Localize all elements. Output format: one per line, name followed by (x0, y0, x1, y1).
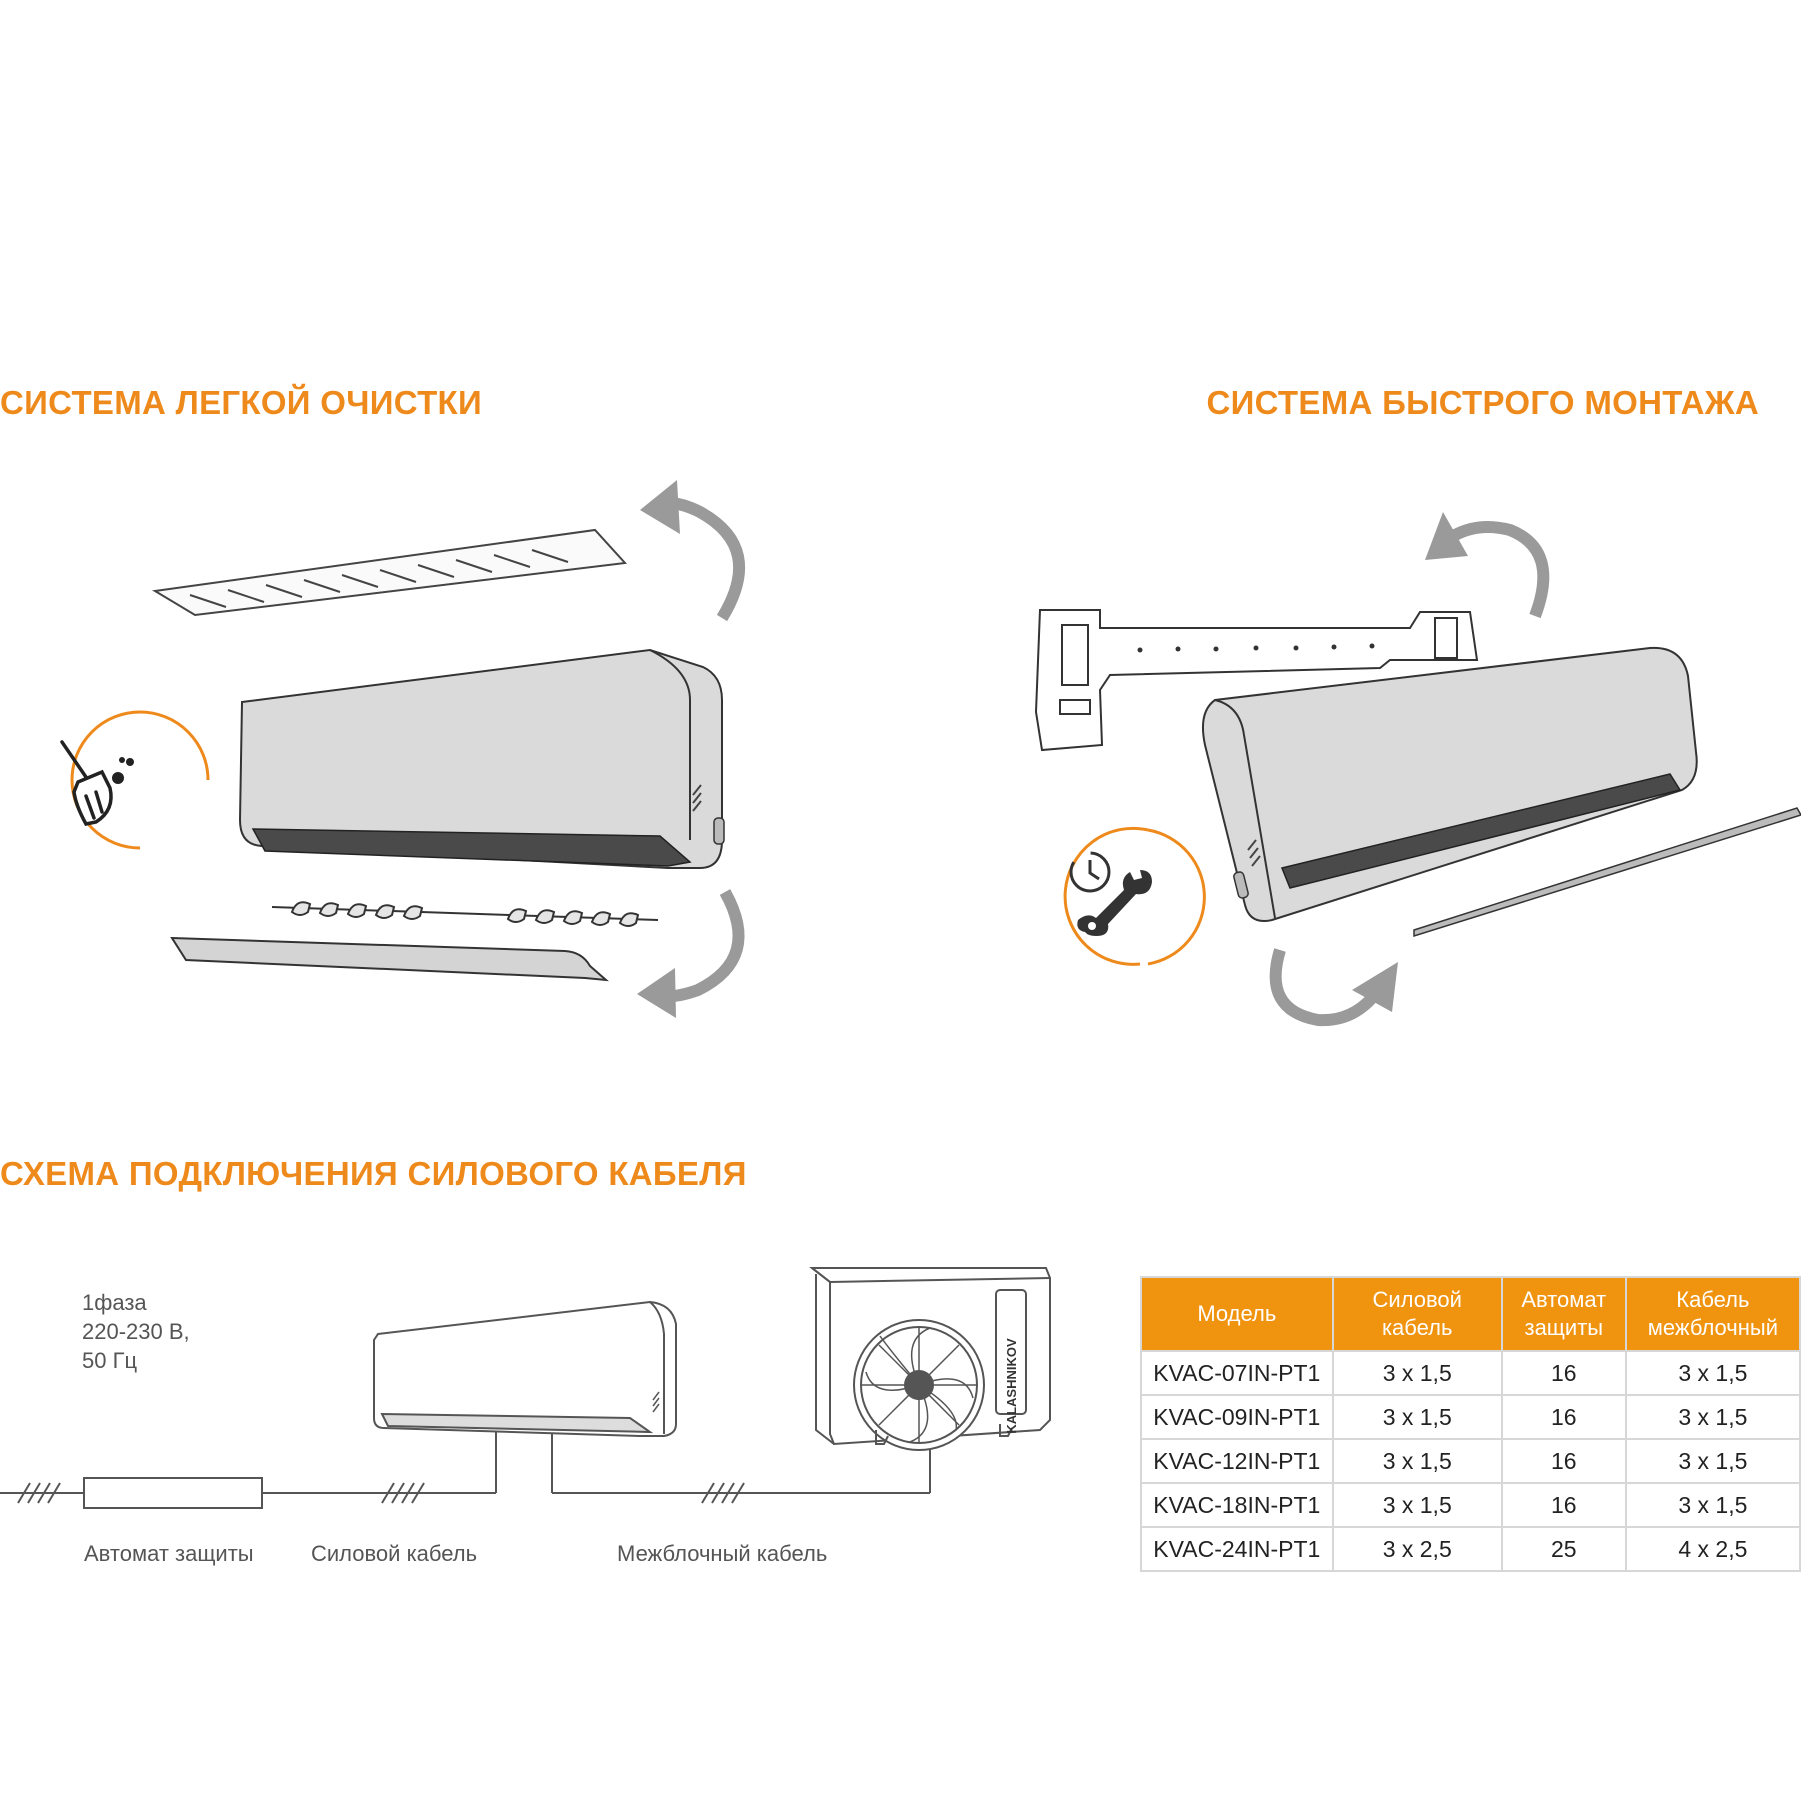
cell-interblock: 3 х 1,5 (1624, 1482, 1801, 1528)
rotate-arrow-icon (1269, 948, 1398, 1027)
heading-quick-mount: СИСТЕМА БЫСТРОГО МОНТАЖА (1206, 384, 1759, 421)
cell-model: KVAC-07IN-PT1 (1140, 1350, 1334, 1396)
clock-wrench-icon (1063, 826, 1206, 966)
wire-hash-marks (17, 1482, 745, 1504)
power-supply-label: 1фаза 220-230 В, 50 Гц (82, 1288, 190, 1375)
cell-interblock: 3 х 1,5 (1624, 1394, 1801, 1440)
cell-model: KVAC-24IN-PT1 (1140, 1526, 1334, 1572)
cell-breaker: 16 (1500, 1350, 1627, 1396)
heading-easy-cleaning: СИСТЕМА ЛЕГКОЙ ОЧИСТКИ (0, 384, 482, 421)
mounting-illustration (1034, 512, 1801, 1027)
cell-interblock: 4 х 2,5 (1624, 1526, 1801, 1572)
heading-cable-scheme: СХЕМА ПОДКЛЮЧЕНИЯ СИЛОВОГО КАБЕЛЯ (0, 1155, 747, 1192)
broom-icon (60, 710, 210, 850)
cell-power-cable: 3 х 1,5 (1331, 1394, 1503, 1440)
cell-power-cable: 3 х 1,5 (1331, 1482, 1503, 1528)
indoor-unit-small (373, 1300, 677, 1437)
mounting-plate (1034, 609, 1479, 752)
indoor-unit-mounting (1202, 646, 1698, 922)
table-row: KVAC-18IN-PT1 3 х 1,5 16 3 х 1,5 (1140, 1482, 1801, 1528)
outdoor-unit (809, 1267, 1051, 1451)
cell-power-cable: 3 х 1,5 (1331, 1438, 1503, 1484)
cable-scheme: KALASHNIKOV (0, 1267, 1051, 1509)
cell-breaker: 16 (1500, 1482, 1627, 1528)
indoor-unit-cleaning (238, 648, 725, 869)
table-row: KVAC-12IN-PT1 3 х 1,5 16 3 х 1,5 (1140, 1438, 1801, 1484)
cell-interblock: 3 х 1,5 (1624, 1438, 1801, 1484)
power-frequency: 50 Гц (82, 1348, 138, 1373)
cell-power-cable: 3 х 1,5 (1331, 1350, 1503, 1396)
brand-label: KALASHNIKOV (1004, 1338, 1019, 1434)
cell-model: KVAC-18IN-PT1 (1140, 1482, 1334, 1528)
cell-breaker: 16 (1500, 1394, 1627, 1440)
power-cable-label: Силовой кабель (311, 1541, 478, 1566)
cell-power-cable: 3 х 2,5 (1331, 1526, 1503, 1572)
interblock-cable-label: Межблочный кабель (617, 1541, 828, 1566)
cell-breaker: 25 (1500, 1526, 1627, 1572)
grille-panel (152, 528, 628, 617)
rotate-arrow-icon (637, 889, 745, 1018)
cell-breaker: 16 (1500, 1438, 1627, 1484)
air-flap (170, 936, 609, 982)
circuit-breaker (83, 1477, 263, 1509)
air-flap-mounting (1413, 807, 1801, 938)
cell-model: KVAC-12IN-PT1 (1140, 1438, 1334, 1484)
table-row: KVAC-09IN-PT1 3 х 1,5 16 3 х 1,5 (1140, 1394, 1801, 1440)
cell-interblock: 3 х 1,5 (1624, 1350, 1801, 1396)
cleaning-illustration (60, 480, 746, 1018)
table-row: KVAC-07IN-PT1 3 х 1,5 16 3 х 1,5 (1140, 1350, 1801, 1396)
power-voltage: 220-230 В, (82, 1319, 190, 1344)
breaker-label: Автомат защиты (84, 1541, 254, 1566)
rotate-arrow-icon (1425, 512, 1550, 619)
power-phase: 1фаза (82, 1290, 147, 1315)
table-row: KVAC-24IN-PT1 3 х 2,5 25 4 х 2,5 (1140, 1526, 1801, 1572)
cell-model: KVAC-09IN-PT1 (1140, 1394, 1334, 1440)
louver-assembly (271, 901, 659, 927)
rotate-arrow-icon (640, 480, 746, 622)
header-model: Модель (1140, 1276, 1334, 1352)
